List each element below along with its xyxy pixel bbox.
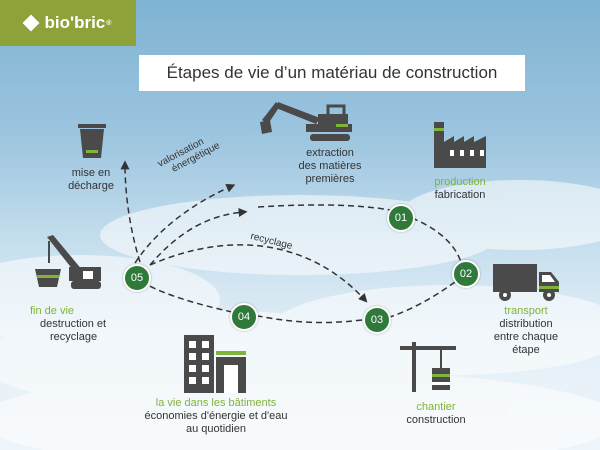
label-fin-line1: destruction et <box>40 318 107 330</box>
label-vie-line1: économies d'énergie et d'eau <box>144 410 288 422</box>
node-03[interactable]: 03 <box>363 306 391 334</box>
node-04[interactable]: 04 <box>230 303 258 331</box>
label-transport-highlight: transport <box>504 305 548 317</box>
path-chantier-vie <box>257 315 363 324</box>
label-decharge: mise en décharge <box>58 167 124 193</box>
buildings-icon <box>184 335 246 393</box>
page-title: Étapes de vie d’un matériau de construct… <box>139 55 525 91</box>
label-fin: fin de vie destruction et recyclage <box>30 305 120 344</box>
label-chantier-highlight: chantier <box>416 401 456 413</box>
label-transport-line3: étape <box>512 344 540 356</box>
label-production-highlight: production <box>434 176 486 188</box>
label-decharge-line2: décharge <box>68 180 114 192</box>
label-chantier-line1: construction <box>406 414 466 426</box>
truck-icon <box>493 264 559 301</box>
path-decharge <box>120 160 141 263</box>
label-extraction-line1: extraction <box>306 147 354 159</box>
dumpster-icon <box>78 124 106 158</box>
brand-name: bio'bric <box>44 13 106 32</box>
path-production-transport <box>411 217 463 266</box>
path-transport-chantier <box>389 281 456 318</box>
label-vie-highlight: la vie dans les bâtiments <box>155 397 277 409</box>
label-transport-line1: distribution <box>499 318 553 330</box>
label-extraction: extraction des matières premières <box>290 147 370 186</box>
label-extraction-line3: premières <box>305 173 355 185</box>
node-05[interactable]: 05 <box>123 264 151 292</box>
crane-icon <box>400 342 456 392</box>
brand-registered-mark: ® <box>106 19 112 27</box>
excavator-icon <box>260 102 352 141</box>
label-vie: la vie dans les bâtiments économies d'én… <box>133 397 299 436</box>
label-transport: transport distribution entre chaque étap… <box>490 305 562 357</box>
demolition-crane-icon <box>35 235 101 289</box>
label-fin-highlight: fin de vie <box>30 305 75 317</box>
factory-icon <box>434 122 486 168</box>
brand-logo[interactable]: bio'bric ® <box>0 0 136 46</box>
path-valorisation <box>134 184 236 264</box>
label-decharge-line1: mise en <box>71 167 111 179</box>
path-extraction-production <box>257 204 401 213</box>
node-01[interactable]: 01 <box>387 204 415 232</box>
node-02[interactable]: 02 <box>452 260 480 288</box>
path-recyclage <box>149 244 368 303</box>
label-production: production fabrication <box>425 176 495 202</box>
path-vie-fin <box>145 283 233 313</box>
label-extraction-line2: des matières <box>298 160 362 172</box>
label-vie-line2: au quotidien <box>186 423 246 435</box>
label-transport-line2: entre chaque <box>493 331 559 343</box>
label-chantier: chantier construction <box>396 401 476 427</box>
label-production-line1: fabrication <box>434 189 486 201</box>
label-fin-line2: recyclage <box>50 331 98 343</box>
path-fin-extraction <box>149 207 248 266</box>
